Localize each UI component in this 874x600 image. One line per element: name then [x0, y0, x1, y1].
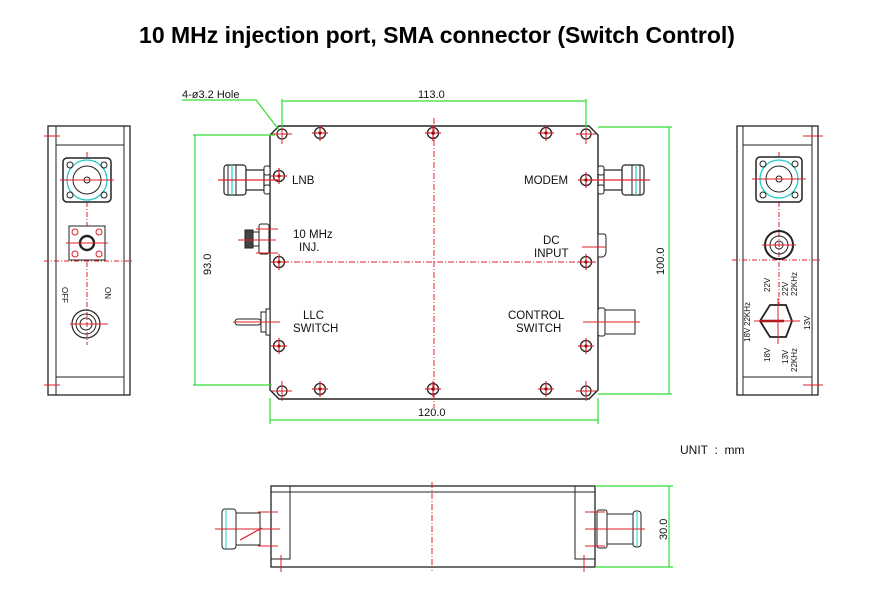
- side-left-connector-icon: [215, 508, 280, 550]
- selector-label-right: 13V: [803, 315, 812, 330]
- dim-30: 30.0: [658, 519, 670, 540]
- switch-on-label: ON: [103, 287, 112, 299]
- selector-label-bottom-right-2: 22KHz: [790, 348, 799, 372]
- selector-label-bottom-right-1: 13V: [781, 349, 790, 364]
- port-label-control-line2: SWITCH: [516, 323, 561, 335]
- dim-120: 120.0: [418, 407, 446, 419]
- selector-label-top-right-1: 22V: [781, 281, 790, 296]
- side-right-connector-icon: [585, 509, 645, 549]
- side-view: 30.0: [215, 482, 673, 572]
- dim-93: 93.0: [202, 254, 214, 275]
- n-connector-flange-icon: [752, 156, 806, 203]
- port-label-control-line1: CONTROL: [508, 310, 565, 322]
- dim-100: 100.0: [655, 247, 667, 275]
- port-label-modem: MODEM: [524, 175, 568, 187]
- sma-flange-icon: [66, 225, 108, 261]
- n-connector-flange-icon: [60, 157, 114, 203]
- port-label-llc-line1: LLC: [303, 310, 324, 322]
- unit-label: UNIT : mm: [680, 443, 745, 457]
- top-view: LNB 10 MHz INJ. LLC SWITCH MODEM DC INPU…: [182, 89, 672, 424]
- left-end-view: OFF ON: [44, 125, 134, 396]
- selector-label-top-right-2: 22KHz: [790, 272, 799, 296]
- hole-note: 4-ø3.2 Hole: [182, 89, 239, 101]
- selector-label-bottom-left: 18V: [763, 347, 772, 362]
- switch-off-label: OFF: [60, 287, 69, 303]
- llc-toggle-switch-icon: [233, 308, 280, 336]
- dc-jack-icon: [762, 230, 796, 260]
- toggle-switch-icon: [70, 309, 108, 339]
- selector-label-top-left: 22V: [763, 277, 772, 292]
- port-label-dc-line2: INPUT: [534, 248, 569, 260]
- rotary-selector-icon: [754, 298, 800, 344]
- page-title: 10 MHz injection port, SMA connector (Sw…: [139, 22, 735, 48]
- selector-label-left-2: 22KHz: [743, 302, 752, 326]
- mounting-hole-icon: [272, 381, 292, 401]
- port-label-llc-line2: SWITCH: [293, 323, 338, 335]
- selector-label-left-1: 18V: [743, 327, 752, 342]
- dimension-lines: [182, 99, 672, 424]
- lnb-n-connector-icon: [218, 164, 280, 196]
- sma-connector-icon: [238, 223, 278, 255]
- control-switch-icon: [583, 307, 640, 337]
- dim-113: 113.0: [418, 89, 445, 101]
- port-label-lnb: LNB: [292, 175, 315, 187]
- dc-input-connector-icon: [582, 233, 607, 258]
- port-label-10mhz-line1: 10 MHz: [293, 229, 333, 241]
- right-end-view: 22V 22V 22KHz 18V 22KHz 13V 18V 13V 22KH…: [732, 125, 823, 396]
- modem-n-connector-icon: [588, 164, 650, 196]
- dimension-lines: [595, 485, 673, 568]
- port-label-dc-line1: DC: [543, 235, 560, 247]
- port-label-10mhz-line2: INJ.: [299, 242, 319, 254]
- mounting-hole-icon: [576, 381, 596, 401]
